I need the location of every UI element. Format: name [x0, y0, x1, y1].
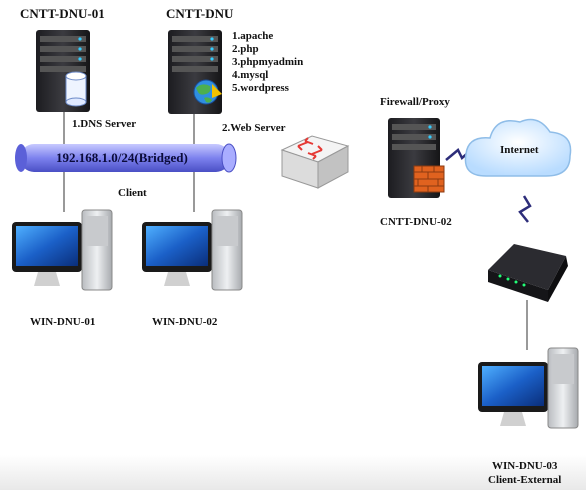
client-label: Client: [118, 187, 147, 199]
database-icon: [65, 71, 87, 107]
service-item: 1.apache: [232, 30, 274, 42]
brick-wall-icon: [413, 165, 445, 193]
client3-label: WIN-DNU-03: [492, 460, 558, 472]
service-item: 4.mysql: [232, 69, 269, 81]
network-bar: [15, 143, 237, 173]
web-services-list: 1.apache 2.php 3.phpmyadmin 4.mysql 5.wo…: [232, 30, 303, 95]
dns-host-label: CNTT-DNU-01: [20, 6, 105, 21]
router-icon: [280, 135, 350, 189]
client3-sub-label: Client-External: [488, 474, 562, 486]
modem-icon: [488, 244, 568, 302]
globe-icon: [193, 79, 222, 105]
client2-label: WIN-DNU-02: [152, 316, 218, 328]
web-role-label: 2.Web Server: [222, 122, 286, 134]
dns-role-label: 1.DNS Server: [72, 118, 137, 130]
client1-label: WIN-DNU-01: [30, 316, 96, 328]
web-host-label: CNTT-DNU: [166, 6, 234, 21]
bottom-fade: [0, 455, 586, 490]
client-pc-1-icon: [12, 209, 113, 291]
fw-host-label: CNTT-DNU-02: [380, 216, 452, 228]
service-item: 2.php: [232, 43, 259, 55]
internet-cloud-icon: [464, 118, 572, 177]
firewall-label: Firewall/Proxy: [380, 96, 450, 108]
connector-lines: [63, 110, 528, 350]
client-pc-3-icon: [478, 347, 579, 429]
network-label: 192.168.1.0/24(Bridged): [56, 150, 188, 165]
internet-label: Internet: [500, 144, 539, 156]
service-item: 5.wordpress: [232, 82, 289, 94]
client-pc-2-icon: [142, 209, 243, 291]
service-item: 3.phpmyadmin: [232, 56, 304, 68]
